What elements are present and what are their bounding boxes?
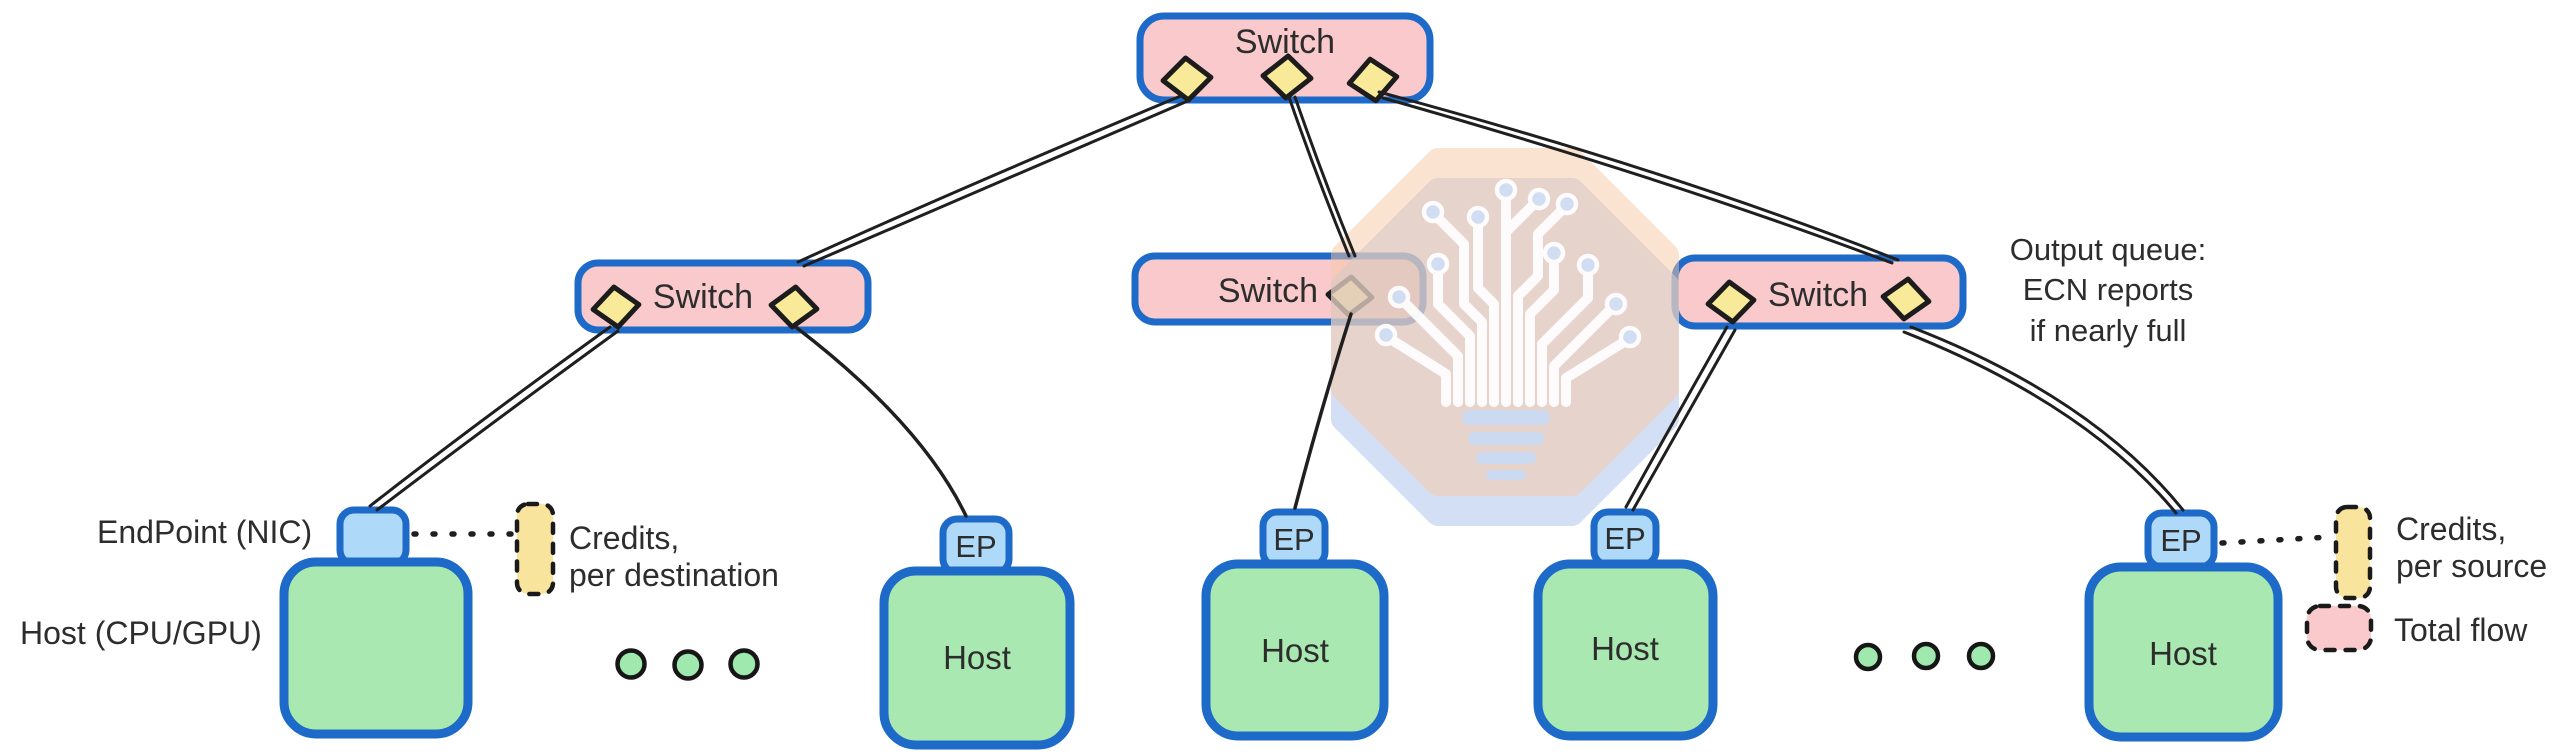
ep-node-3: EP xyxy=(1259,508,1329,570)
host-node-1 xyxy=(279,557,473,739)
link-left-switch-to-ep1 xyxy=(368,325,620,512)
ep-1-box xyxy=(336,506,410,568)
switch-right-label: Switch xyxy=(1768,276,1868,314)
switch-right: Switch xyxy=(1671,254,1967,330)
credits-source-line1: Credits, xyxy=(2396,511,2506,547)
diamond-port-icon xyxy=(1346,56,1400,104)
switch-middle-label: Switch xyxy=(1218,272,1318,310)
ep-node-1 xyxy=(336,506,410,568)
endpoint-nic-label: EndPoint (NIC) xyxy=(97,514,312,550)
host-5-label: Host xyxy=(2149,635,2217,672)
link-right-switch-to-ep5 xyxy=(1902,325,2185,515)
host-4-label: Host xyxy=(1591,630,1659,667)
credits-destination-line2: per destination xyxy=(569,557,779,593)
ep-node-2: EP xyxy=(939,515,1013,577)
host-1-box xyxy=(279,557,473,739)
ep-3-label: EP xyxy=(1273,522,1314,557)
output-queue-line2: ECN reports xyxy=(2023,272,2194,307)
host-3-box xyxy=(1201,559,1389,741)
host-cpu-gpu-label: Host (CPU/GPU) xyxy=(20,615,262,651)
host-2-label: Host xyxy=(943,639,1011,676)
ep-node-4: EP xyxy=(1590,508,1660,569)
switch-top-label: Switch xyxy=(1235,23,1335,61)
link-left-switch-to-ep2 xyxy=(795,326,968,518)
dotted-link-ep5-credits xyxy=(2219,534,2333,546)
total-flow-swatch xyxy=(2304,603,2374,653)
link-top-to-right-switch xyxy=(1377,90,1900,265)
credits-destination-line1: Credits, xyxy=(569,520,679,556)
host-node-3: Host xyxy=(1201,559,1389,741)
host-node-5: Host xyxy=(2084,562,2283,742)
diamond-port-icon xyxy=(1705,279,1757,325)
host-5-box xyxy=(2084,562,2283,742)
host-4-box xyxy=(1533,559,1718,741)
host-node-4: Host xyxy=(1533,559,1718,741)
ep-2-label: EP xyxy=(955,529,996,564)
ep-5-label: EP xyxy=(2160,523,2201,558)
output-queue-line3: if nearly full xyxy=(2030,313,2187,348)
output-queue-line1: Output queue: xyxy=(2010,232,2207,267)
diamond-port-icon xyxy=(1160,55,1214,103)
link-right-switch-to-ep4 xyxy=(1624,325,1737,512)
link-top-to-middle-switch xyxy=(1287,95,1357,258)
hosts-ellipsis-left xyxy=(615,648,760,681)
switch-left: Switch xyxy=(574,259,872,334)
credits-per-source-label: Credits, per source xyxy=(2396,511,2547,584)
diamond-port-icon xyxy=(768,284,820,330)
circuit-tree-octagon-logo xyxy=(1331,148,1679,526)
diamond-port-icon xyxy=(1260,53,1314,101)
switch-top: Switch xyxy=(1136,12,1434,104)
credits-per-destination-label: Credits, per destination xyxy=(569,520,779,593)
logo-circuit-tree xyxy=(1374,178,1642,480)
credits-per-source-swatch xyxy=(2333,504,2373,601)
link-middle-switch-to-ep3 xyxy=(1293,312,1353,510)
switch-left-label: Switch xyxy=(653,278,753,316)
credits-per-destination-swatch xyxy=(514,501,556,597)
host-3-label: Host xyxy=(1261,632,1329,669)
diamond-port-icon xyxy=(1880,276,1932,322)
links xyxy=(368,90,2333,546)
ep-4-label: EP xyxy=(1604,521,1645,556)
diamond-port-icon xyxy=(590,284,642,330)
host-node-2: Host xyxy=(879,566,1075,750)
logo-bulb-base xyxy=(1462,410,1550,480)
credits-source-line2: per source xyxy=(2396,548,2547,584)
link-top-to-left-switch xyxy=(796,93,1192,268)
host-2-box xyxy=(879,566,1075,750)
total-flow-label: Total flow xyxy=(2394,612,2528,648)
output-queue-note: Output queue: ECN reports if nearly full xyxy=(2010,232,2207,348)
hosts-ellipsis-right xyxy=(1853,641,1996,672)
ep-node-5: EP xyxy=(2144,509,2218,571)
